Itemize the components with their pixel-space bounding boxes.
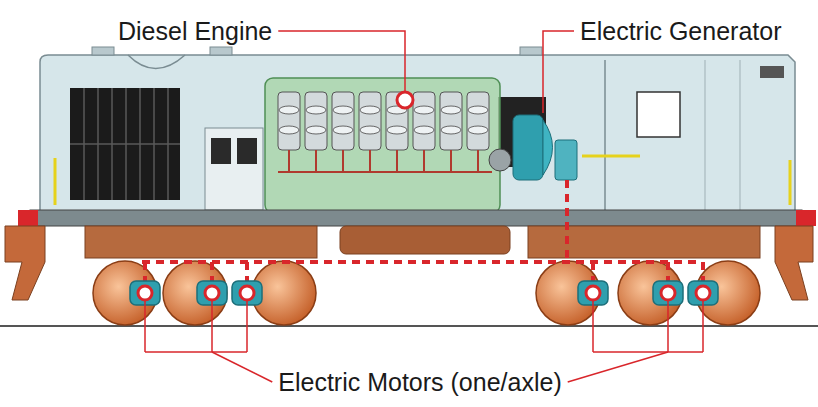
radiator-grille (70, 88, 180, 200)
generator (513, 115, 543, 180)
cab-wall (604, 60, 606, 210)
power-cable (142, 180, 703, 282)
leader-line (702, 301, 704, 352)
leader-line (592, 301, 594, 352)
leader-line (246, 301, 248, 352)
leader-line (144, 301, 146, 352)
leader-line (543, 31, 574, 113)
roof-hatch (128, 55, 185, 69)
wheels (93, 261, 760, 325)
generator-box (555, 140, 577, 180)
cab-panel (705, 60, 706, 210)
frame (30, 210, 802, 226)
part-label: Electric Generator (580, 16, 781, 46)
cab-panel (740, 60, 741, 210)
flywheel (489, 149, 511, 171)
locomotive-body (40, 55, 795, 212)
traction-motors (130, 281, 718, 305)
truck (528, 226, 760, 258)
door-window (237, 138, 257, 164)
leader-line (667, 301, 669, 352)
end-plate (796, 210, 816, 226)
roof-vent (210, 47, 232, 55)
door (205, 128, 263, 210)
leader-line (593, 351, 703, 353)
roof-vent (520, 47, 542, 55)
end-plate (18, 210, 38, 226)
pilot (5, 226, 45, 300)
part-label: Diesel Engine (118, 16, 272, 46)
door-window (211, 138, 231, 164)
truck (85, 226, 317, 258)
generator-dome (543, 120, 553, 175)
engine-housing (265, 78, 500, 213)
handrail (54, 158, 57, 205)
cylinders (278, 92, 492, 172)
leader-lines (145, 31, 703, 382)
fuel-tank (340, 226, 510, 254)
leader-line (145, 351, 247, 353)
roof-vent (92, 47, 114, 55)
part-label: Electric Motors (one/axle) (278, 367, 561, 397)
leader-line (212, 352, 272, 382)
handrail (789, 160, 792, 205)
leader-line (568, 352, 668, 382)
leader-line (211, 301, 213, 352)
handrail (582, 155, 640, 158)
pilot (775, 226, 813, 300)
grille-slats (70, 88, 180, 200)
callout-markers (138, 92, 710, 300)
leader-line (278, 31, 405, 91)
cab-window (637, 92, 680, 137)
cab-vent (760, 66, 784, 78)
